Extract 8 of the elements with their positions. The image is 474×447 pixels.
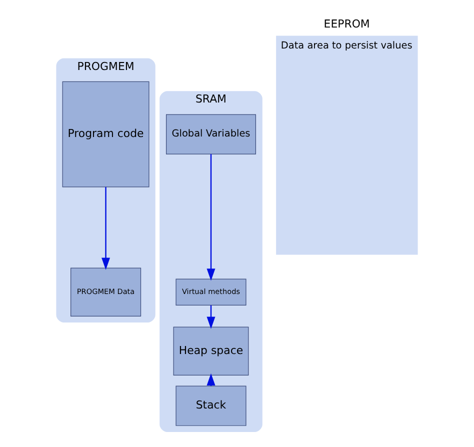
node-box: Heap space	[173, 326, 249, 375]
node-box: Data area to persist values	[276, 35, 418, 254]
node-label: EEPROM	[324, 16, 370, 30]
arrow	[102, 186, 110, 270]
node-box: Global Variables	[166, 114, 256, 154]
arrow	[206, 154, 216, 280]
node-box: Program code	[62, 80, 150, 187]
arrow	[206, 304, 216, 328]
